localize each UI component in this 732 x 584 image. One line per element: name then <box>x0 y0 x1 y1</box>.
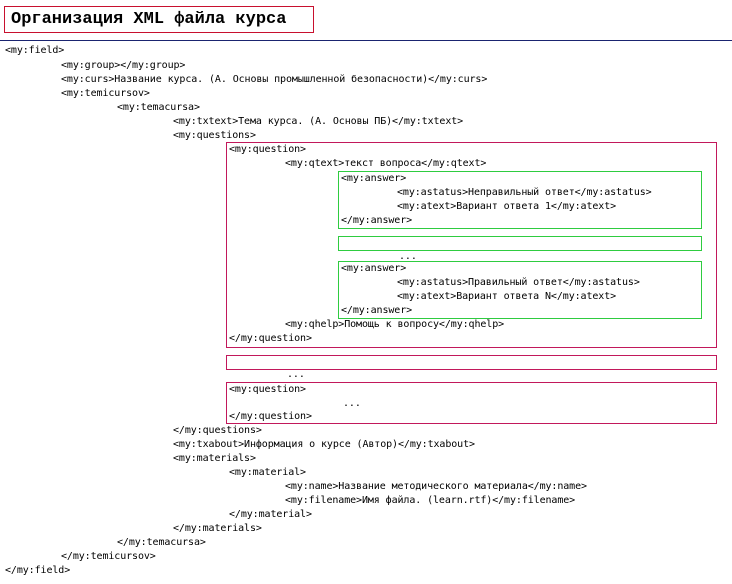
code-line-question-2-open: <my:question> <box>229 384 306 395</box>
code-line-temicursov-open: <my:temicursov> <box>61 88 150 99</box>
code-line-materials-close: </my:materials> <box>173 523 262 534</box>
code-line-question-2-close: </my:question> <box>229 411 312 422</box>
question-box-1 <box>226 142 717 348</box>
code-line-materials-open: <my:materials> <box>173 453 256 464</box>
code-line-group: <my:group></my:group> <box>61 60 186 71</box>
code-line-answer-1-status: <my:astatus>Неправильный ответ</my:astat… <box>397 187 652 198</box>
code-line-question-1-open: <my:question> <box>229 144 306 155</box>
code-line-temacursa-open: <my:temacursa> <box>117 102 200 113</box>
code-line-temacursa-close: </my:temacursa> <box>117 537 206 548</box>
answer-placeholder-box <box>338 236 702 251</box>
code-line-qtext: <my:qtext>текст вопроса</my:qtext> <box>285 158 487 169</box>
code-line-answer-1-close: </my:answer> <box>341 215 413 226</box>
code-line-questions-open: <my:questions> <box>173 130 256 141</box>
code-line-temicursov-close: </my:temicursov> <box>61 551 156 562</box>
code-line-answer-1-text: <my:atext>Вариант ответа 1</my:atext> <box>397 201 617 212</box>
code-line-name: <my:name>Название методического материал… <box>285 481 587 492</box>
code-line-answer-2-close: </my:answer> <box>341 305 413 316</box>
code-line-material-open: <my:material> <box>229 467 306 478</box>
code-line-field-open: <my:field> <box>5 45 65 56</box>
code-line-txabout: <my:txabout>Информация о курсе (Автор)</… <box>173 439 475 450</box>
answer-box-2 <box>338 261 702 319</box>
code-line-answer-2-status: <my:astatus>Правильный ответ</my:astatus… <box>397 277 640 288</box>
title-divider <box>0 40 732 41</box>
code-line-filename: <my:filename>Имя файла. (learn.rtf)</my:… <box>285 495 576 506</box>
question-2-ellipsis: ... <box>343 398 361 409</box>
code-line-curs: <my:curs>Название курса. (А. Основы пром… <box>61 74 488 85</box>
questions-ellipsis: ... <box>287 369 305 380</box>
code-line-answer-2-open: <my:answer> <box>341 263 407 274</box>
code-line-answer-1-open: <my:answer> <box>341 173 407 184</box>
question-placeholder-box <box>226 355 717 370</box>
question-box-2 <box>226 382 717 424</box>
page-title: Организация XML файла курса <box>4 6 314 33</box>
code-line-questions-close: </my:questions> <box>173 425 262 436</box>
code-line-qhelp: <my:qhelp>Помощь к вопросу</my:qhelp> <box>285 319 505 330</box>
code-line-material-close: </my:material> <box>229 509 312 520</box>
code-line-answer-2-text: <my:atext>Вариант ответа N</my:atext> <box>397 291 617 302</box>
code-line-txtext: <my:txtext>Тема курса. (А. Основы ПБ)</m… <box>173 116 464 127</box>
answer-box-1 <box>338 171 702 229</box>
code-line-question-1-close: </my:question> <box>229 333 312 344</box>
code-line-field-close: </my:field> <box>5 565 71 576</box>
answers-ellipsis: ... <box>399 251 417 262</box>
